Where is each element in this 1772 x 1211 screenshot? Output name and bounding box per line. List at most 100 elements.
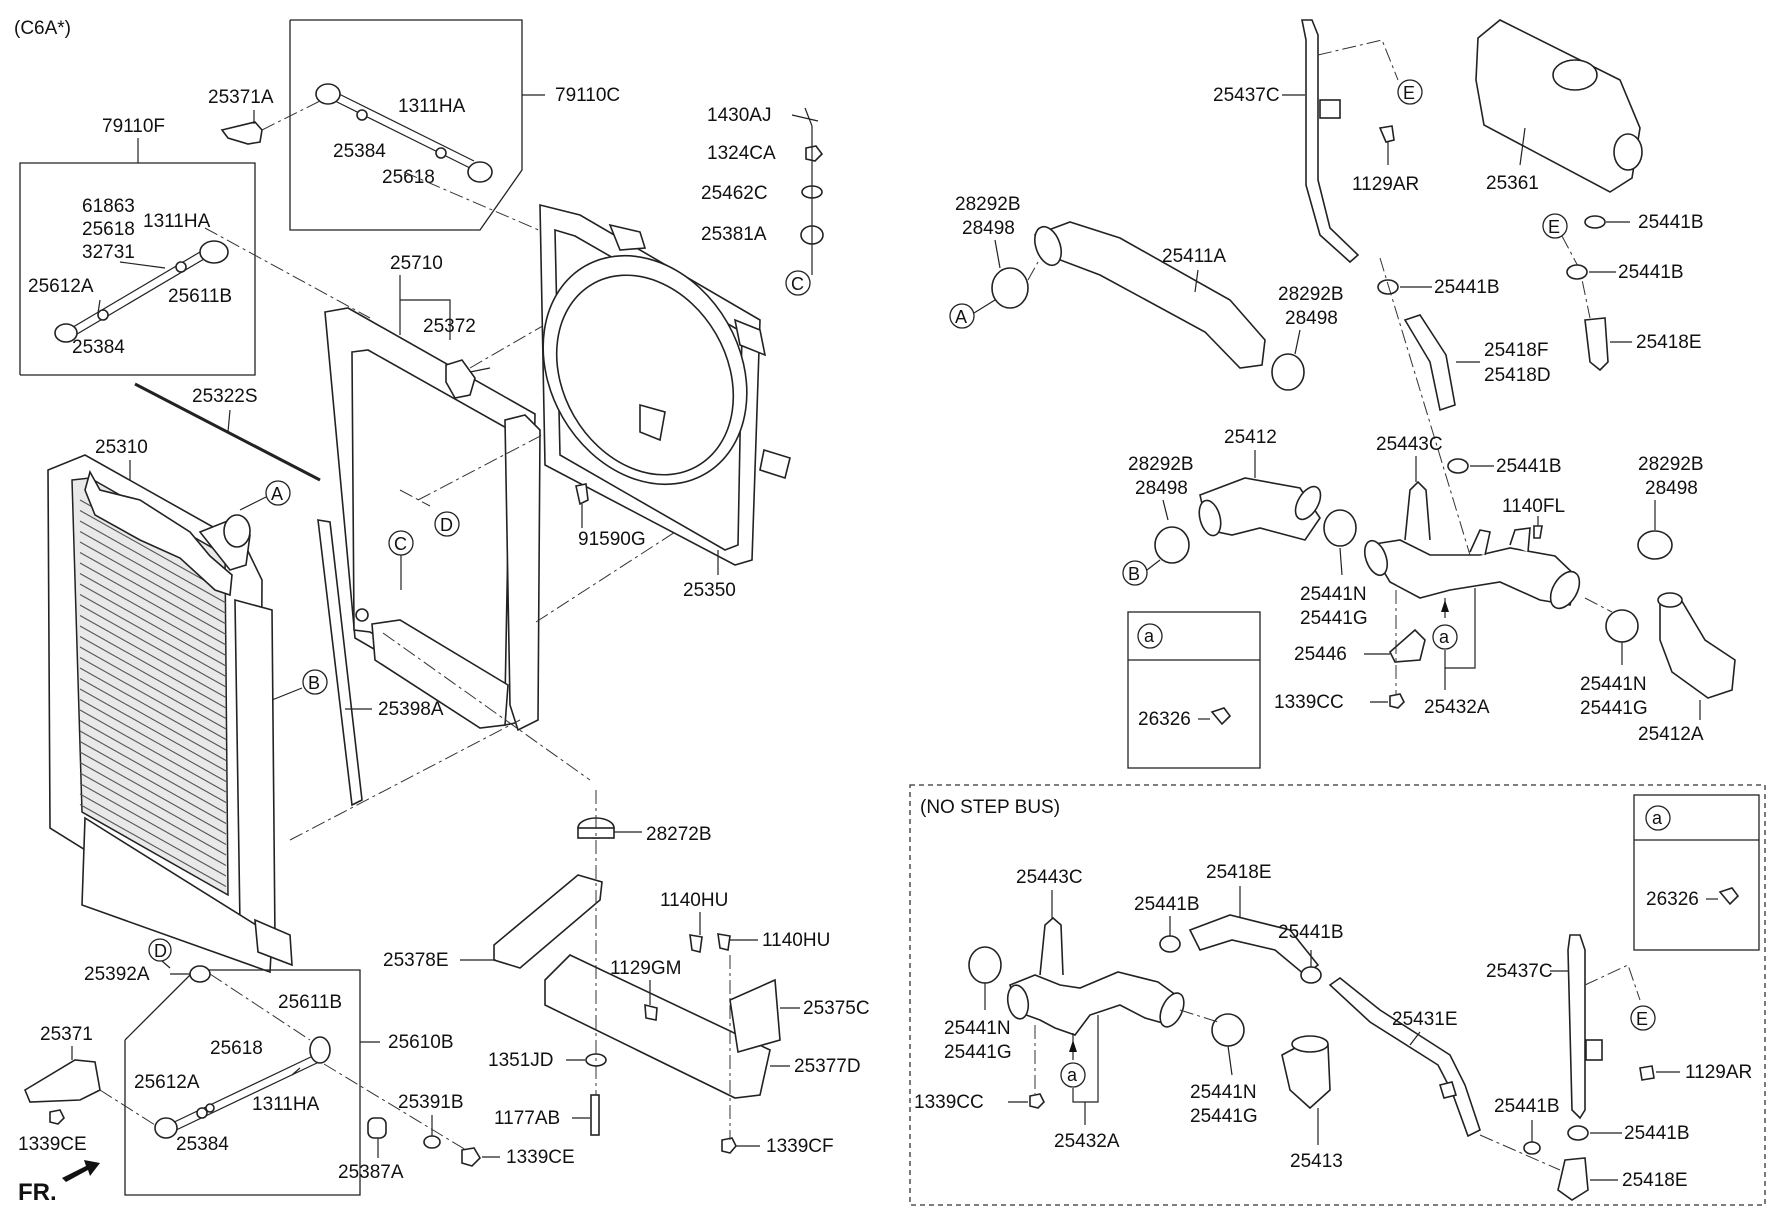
radiator-fin [79, 573, 227, 656]
radiator-fin [79, 762, 227, 845]
no-step-bus-title: (NO STEP BUS) [920, 797, 1060, 818]
label-25398A: 25398A [378, 699, 444, 720]
label-26326-a: 26326 [1138, 709, 1191, 730]
label-25432A-b: 25432A [1054, 1131, 1120, 1152]
marker-A-a: A [271, 484, 283, 504]
label-1311HA-c: 1311HA [252, 1094, 320, 1115]
label-25418D: 25418D [1484, 365, 1551, 386]
label-25610B: 25610B [388, 1032, 454, 1053]
radiator-markers: A B C D C [239, 270, 811, 701]
label-25441B-c: 25441B [1434, 277, 1500, 298]
label-25441G-b: 25441G [1580, 698, 1648, 719]
label-1140HU-a: 1140HU [660, 890, 728, 911]
model-code: (C6A*) [14, 18, 71, 39]
label-25361: 25361 [1486, 173, 1539, 194]
label-25310: 25310 [95, 437, 148, 458]
marker-C-a: C [394, 534, 407, 554]
bracket-25371A: 25371A [208, 87, 323, 145]
label-25441N-b: 25441N [1580, 674, 1647, 695]
label-26326-b: 26326 [1646, 889, 1699, 910]
label-25611B-b: 25611B [278, 992, 342, 1013]
label-25441B-e: 25441B [1134, 894, 1200, 915]
label-25462C: 25462C [701, 183, 768, 204]
radiator-fin [79, 531, 227, 614]
radiator-fin [79, 667, 227, 751]
label-25431E: 25431E [1392, 1009, 1458, 1030]
label-28292B-c: 28292B [1128, 454, 1194, 475]
label-25384-a: 25384 [72, 337, 125, 358]
label-25441B-g: 25441B [1624, 1123, 1690, 1144]
label-25387A: 25387A [338, 1162, 404, 1183]
label-25441B-h: 25441B [1494, 1096, 1560, 1117]
label-25411A: 25411A [1162, 246, 1226, 267]
label-25384-c: 25384 [176, 1134, 229, 1155]
label-25418E-c: 25418E [1622, 1170, 1688, 1191]
radiator-fin [79, 562, 227, 646]
no-step-bus-section: (NO STEP BUS) a 26326 25443C 25441N 2544… [909, 784, 1766, 1206]
marker-E-c: E [1636, 1009, 1648, 1029]
label-25437C-a: 25437C [1213, 85, 1280, 106]
label-25441G-c: 25441G [944, 1042, 1012, 1063]
label-61863: 61863 [82, 196, 135, 217]
bracket-25371: 25371 1339CE [18, 1024, 156, 1155]
hose-end-right [199, 240, 229, 264]
marker-E-b: E [1548, 217, 1560, 237]
label-25441N-a: 25441N [1300, 584, 1367, 605]
kit-79110C: 79110C 1311HA 25384 25618 [289, 19, 620, 231]
marker-a-b: a [1067, 1065, 1078, 1085]
grommet-25392A: D 25392A [84, 938, 311, 1041]
radiator-fin [79, 552, 227, 635]
label-25441G-a: 25441G [1300, 608, 1368, 629]
label-25418E-b: 25418E [1206, 862, 1272, 883]
radiator-fin [79, 625, 227, 709]
label-25441B-f: 25441B [1278, 922, 1344, 943]
label-25441N-d: 25441N [1190, 1082, 1257, 1103]
label-25377D: 25377D [794, 1056, 861, 1077]
label-32731: 32731 [82, 242, 135, 263]
label-1339CF: 1339CF [766, 1136, 834, 1157]
label-1324CA: 1324CA [707, 143, 776, 164]
front-label: FR. [18, 1179, 57, 1206]
legend-box-a-upper: a 26326 [1127, 611, 1261, 769]
label-28292B-a: 28292B [955, 194, 1021, 215]
shroud-25350: 25350 91590G [539, 203, 791, 601]
label-25446: 25446 [1294, 644, 1347, 665]
label-1351JD: 1351JD [488, 1050, 554, 1071]
radiator-fin [79, 751, 227, 835]
label-1140HU-b: 1140HU [762, 930, 830, 951]
label-25412A: 25412A [1638, 724, 1704, 745]
label-1129GM: 1129GM [610, 958, 681, 979]
label-25441B-b: 25441B [1618, 262, 1684, 283]
label-91590G: 91590G [578, 529, 646, 550]
label-1430AJ: 1430AJ [707, 105, 771, 126]
label-28498-c: 28498 [1135, 478, 1188, 499]
label-25384-b: 25384 [333, 141, 386, 162]
front-arrow: FR. [18, 1160, 100, 1206]
label-1177AB: 1177AB [494, 1108, 560, 1129]
label-1339CC-a: 1339CC [1274, 692, 1344, 713]
radiator-fin [79, 741, 227, 824]
radiator-fin [79, 720, 227, 803]
marker-A-b: A [955, 307, 967, 327]
radiator-fin [79, 688, 227, 772]
label-1311HA-a: 1311HA [143, 211, 211, 232]
label-25322S: 25322S [192, 386, 258, 407]
radiator-25310: 25310 [47, 437, 293, 974]
label-25443C-b: 25443C [1016, 867, 1083, 888]
label-25350: 25350 [683, 580, 736, 601]
label-25381A: 25381A [701, 224, 767, 245]
label-28292B-d: 28292B [1638, 454, 1704, 475]
label-25418E-a: 25418E [1636, 332, 1702, 353]
marker-D-b: D [154, 941, 167, 961]
label-79110C: 79110C [555, 85, 620, 106]
label-28272B: 28272B [646, 824, 712, 845]
label-25612A-a: 25612A [28, 276, 94, 297]
label-25441B-d: 25441B [1496, 456, 1562, 477]
kit-25610B: 25610B 25611B 25618 25612A 1311HA 25384 [124, 969, 454, 1196]
radiator-fin [79, 772, 227, 856]
radiator-fin [79, 804, 227, 887]
marker-D-a: D [440, 515, 453, 535]
piping-upper: 25437C E 1129AR 25361 25441B E 25441B 25… [949, 19, 1736, 745]
radiator-fin [79, 699, 227, 782]
